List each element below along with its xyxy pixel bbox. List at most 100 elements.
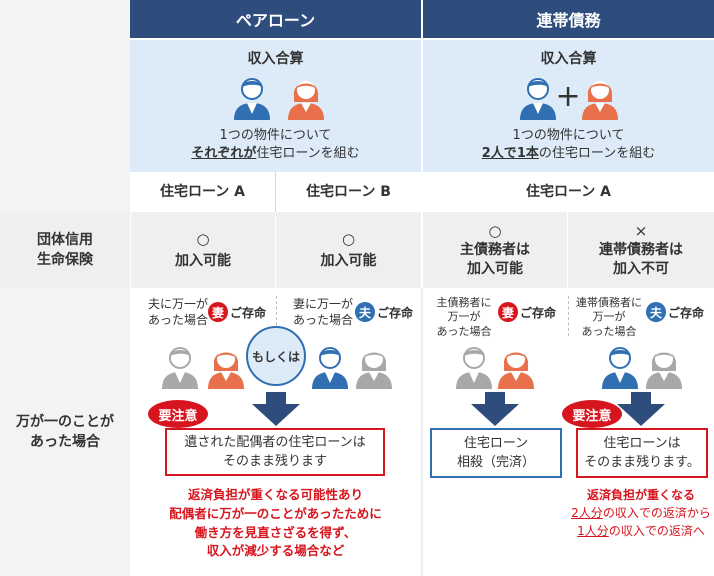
main-result-box: 住宅ローン 相殺（完済） [430, 428, 562, 478]
pair-result-box: 遺された配偶者の住宅ローンは そのまま残ります [165, 428, 385, 476]
husband-badge: 夫 [355, 302, 375, 322]
pair-note: 返済負担が重くなる可能性あり 配偶者に万が一のことがあったために 働き方を見直さ… [130, 486, 421, 561]
caption-line: 万一が [592, 310, 626, 324]
circle-mark: ○ [341, 229, 356, 248]
pair-left-caption: 夫に万一が あった場合 [138, 296, 208, 328]
note-line: 返済負担が重くなる [586, 488, 695, 502]
warning-badge: 要注意 [148, 400, 208, 428]
insurance-text: 主債務者は [460, 242, 530, 259]
note-line: 収入が減少する場合など [206, 543, 345, 559]
insurance-cell-pair-a: ○ 加入可能 [131, 212, 275, 288]
dotted-divider [276, 296, 277, 336]
left-column [0, 0, 130, 576]
woman-grey-icon [356, 350, 392, 389]
result-line: 遺された配偶者の住宅ローンは [184, 434, 366, 450]
insurance-divider [130, 212, 131, 288]
woman-icon [208, 350, 244, 389]
circle-mark: ○ [196, 229, 210, 248]
survive-label: ご存命 [520, 306, 557, 320]
emergency-row-label: 万が一のことが あった場合 [0, 288, 130, 576]
insurance-label-1: 団体信用 [37, 231, 93, 248]
emergency-label-2: あった場合 [30, 434, 100, 450]
result-line: 相殺（完済） [456, 455, 535, 470]
cross-mark: × [634, 221, 648, 240]
pair-emphasis: それぞれが [191, 146, 257, 162]
man-icon [312, 347, 348, 389]
insurance-row [0, 212, 714, 288]
dotted-divider [568, 296, 569, 336]
income-joint-line1: 1つの物件について [512, 128, 625, 144]
man-icon [520, 78, 556, 120]
main-debtor-caption: 主債務者に 万一が あった場合 [432, 296, 496, 339]
woman-icon [288, 81, 324, 120]
joint-emphasis-1: 2人で [481, 146, 517, 162]
header-pair-loan: ペアローン [130, 0, 421, 38]
joint-rest: の住宅ローンを組む [538, 146, 656, 162]
insurance-row-label: 団体信用 生命保険 [0, 212, 130, 288]
result-line: 住宅ローン [463, 435, 529, 451]
joint-note: 返済負担が重くなる 2人分の収入での返済から 1人分の収入での返済へ [568, 486, 714, 540]
caption-line: 主債務者に [436, 296, 492, 309]
income-joint-panel [423, 40, 714, 172]
or-circle: もしくは [246, 326, 306, 386]
down-arrow-icon [471, 392, 519, 426]
note-line: 配偶者に万が一のことがあったために [169, 505, 382, 521]
income-pair-panel [130, 40, 421, 172]
insurance-text: 加入不可 [613, 261, 669, 278]
insurance-cell-joint-debtor: × 連帯債務者は 加入不可 [568, 212, 714, 288]
survive-label: ご存命 [377, 306, 414, 320]
man-grey-icon [456, 347, 492, 389]
warning-badge: 要注意 [562, 400, 622, 428]
woman-icon [498, 350, 534, 389]
loan-pair-a: 住宅ローン A [159, 183, 245, 200]
down-arrow-icon [252, 392, 300, 426]
note-text: の収入での返済から [602, 506, 711, 520]
insurance-text: 加入可能 [467, 261, 523, 278]
circle-mark: ○ [488, 221, 502, 240]
plus-icon: + [555, 78, 581, 114]
loan-divider [275, 172, 276, 212]
income-title-joint: 収入合算 [540, 50, 597, 67]
caption-line: あった場合 [581, 324, 637, 338]
man-icon [234, 78, 270, 120]
loan-pair-b: 住宅ローン B [306, 183, 391, 200]
note-line: 2人分の収入での返済から [568, 504, 714, 522]
insurance-divider [567, 212, 568, 288]
caption-line: あった場合 [292, 313, 353, 328]
result-line: 住宅ローンは [603, 435, 681, 451]
header-joint-debt: 連帯債務 [423, 0, 714, 38]
down-arrow-icon [617, 392, 665, 426]
note-text: の収入での返済へ [608, 524, 705, 538]
emergency-label-1: 万が一のことが [16, 413, 114, 430]
note-emphasis: 1人分 [577, 524, 609, 538]
insurance-text: 加入可能 [320, 252, 377, 269]
insurance-divider [275, 212, 276, 288]
pair-right-caption: 妻に万一が あった場合 [283, 296, 353, 328]
insurance-text: 連帯債務者は [599, 242, 683, 259]
income-pair-line2: それぞれが住宅ローンを組む [130, 146, 421, 162]
joint-result-box: 住宅ローンは そのまま残ります。 [576, 428, 708, 478]
caption-line: 万一が [447, 310, 481, 324]
caption-line: あった場合 [436, 324, 492, 338]
income-pair-line1: 1つの物件について [219, 128, 332, 144]
insurance-cell-pair-b: ○ 加入可能 [276, 212, 421, 288]
loan-joint-a: 住宅ローン A [525, 183, 611, 200]
section-divider [421, 288, 423, 576]
note-line: 1人分の収入での返済へ [568, 522, 714, 540]
caption-line: 夫に万一が [147, 297, 208, 311]
man-grey-icon [162, 347, 198, 389]
husband-badge: 夫 [646, 302, 666, 322]
insurance-divider [421, 212, 423, 288]
wife-badge: 妻 [498, 302, 518, 322]
caption-line: あった場合 [147, 313, 208, 328]
survive-label: ご存命 [668, 306, 705, 320]
income-title-pair: 収入合算 [247, 50, 304, 67]
wife-badge: 妻 [208, 302, 228, 322]
insurance-text: 加入可能 [175, 252, 231, 269]
caption-line: 妻に万一が [292, 297, 353, 311]
survive-label: ご存命 [230, 306, 267, 320]
result-line: そのまま残ります。 [584, 455, 700, 470]
note-emphasis: 2人分 [571, 506, 603, 520]
caption-line: 連帯債務者に [576, 296, 642, 309]
